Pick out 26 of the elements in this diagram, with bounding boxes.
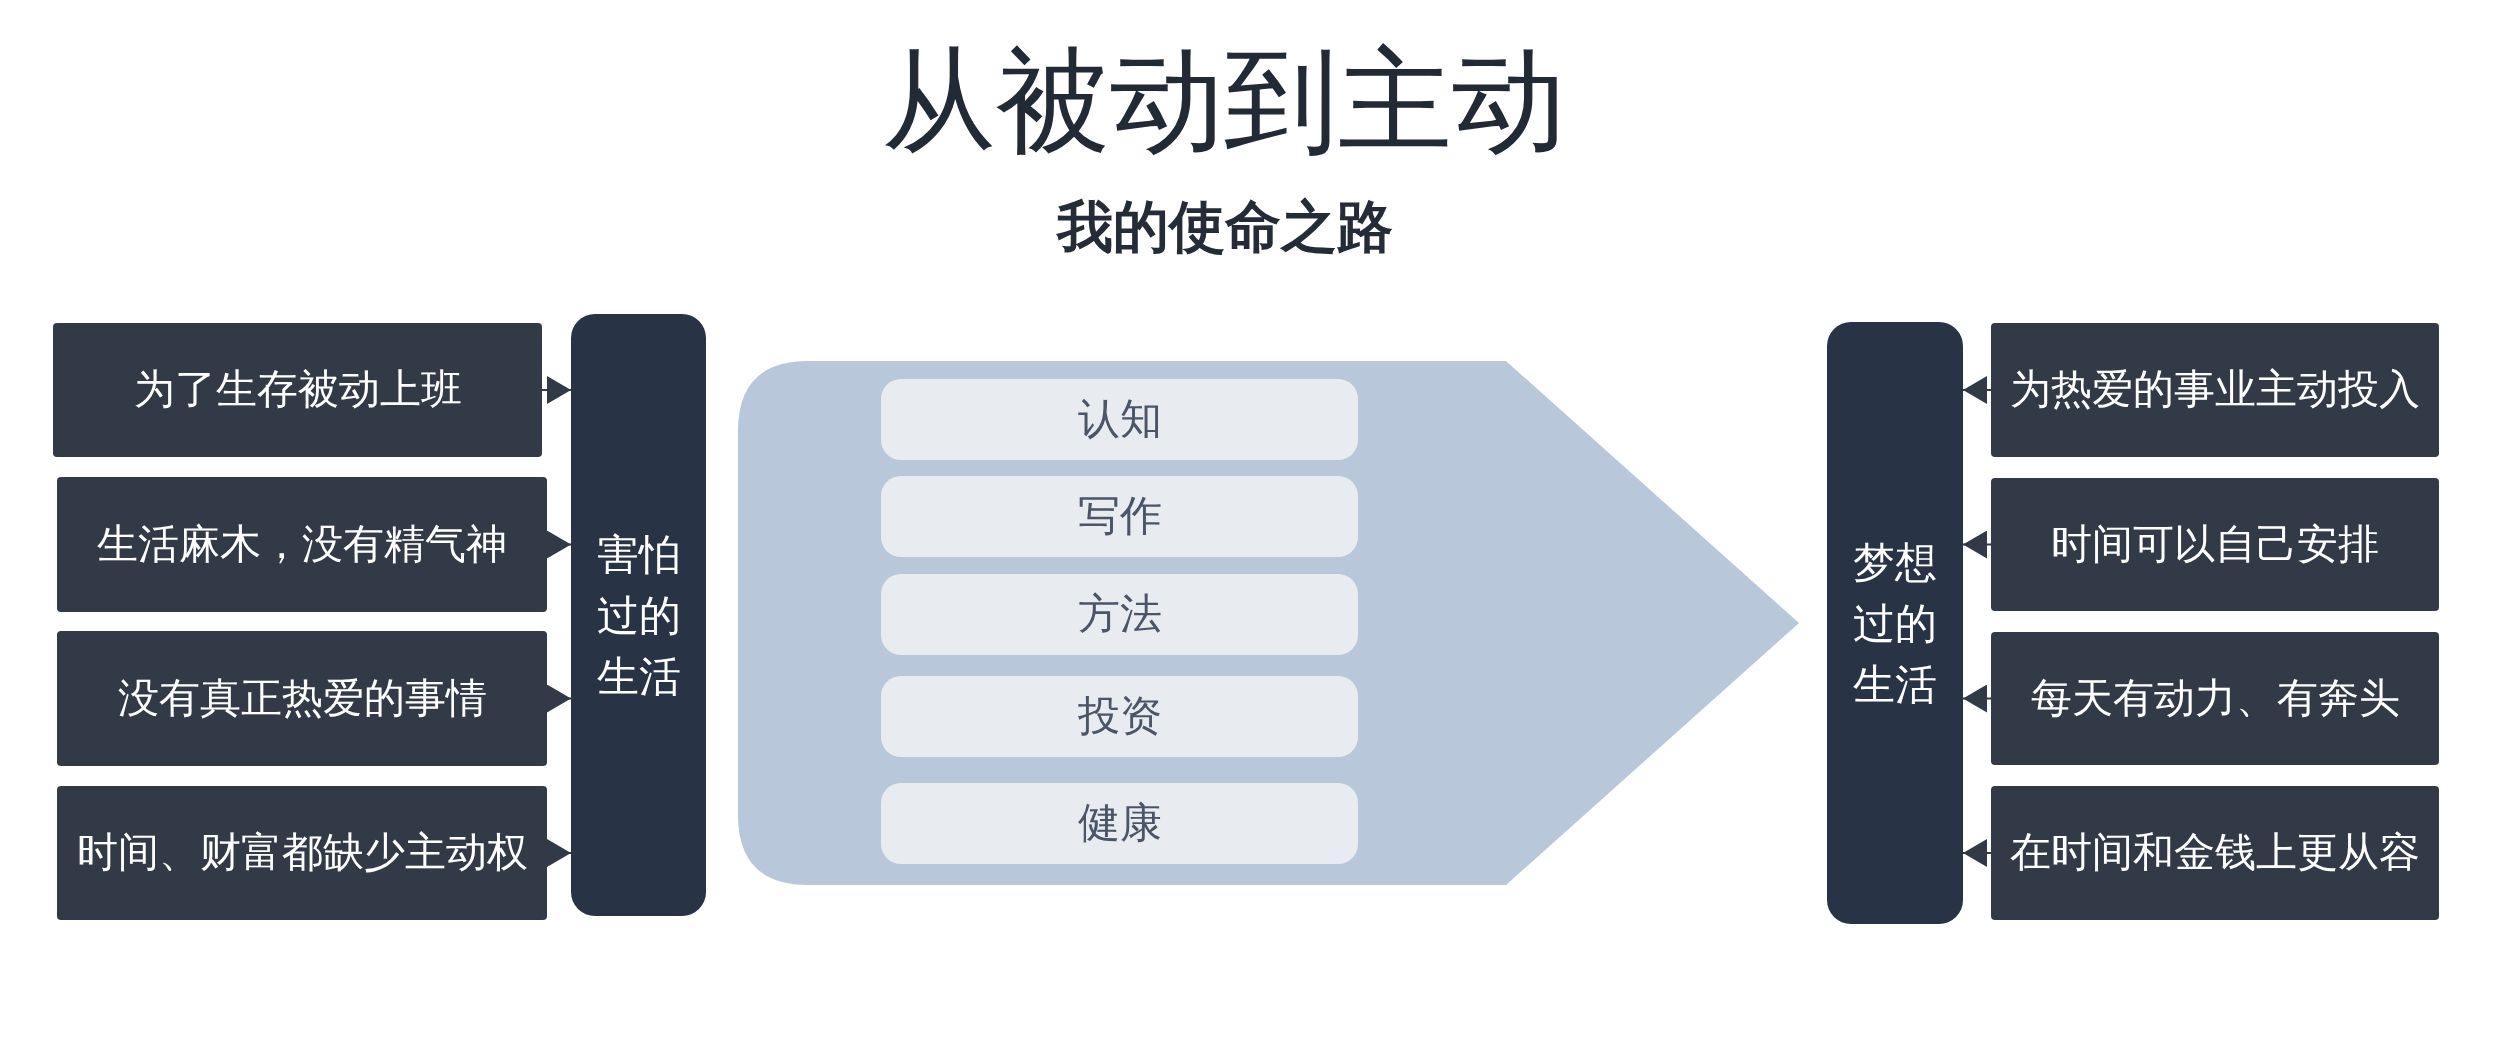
callout-box: 在时间和金钱上更从容	[1991, 786, 2439, 920]
arrow	[1962, 376, 1992, 404]
callout-box: 没有真正热爱的事情	[57, 631, 547, 766]
item-box: 方法	[881, 574, 1358, 655]
item-box: 写作	[881, 476, 1358, 557]
arrow	[1962, 839, 1992, 867]
arrow	[1962, 684, 1992, 713]
callout-box: 为热爱的事业主动投入	[1991, 323, 2439, 457]
callout-box: 每天有动力、有奔头	[1991, 632, 2439, 765]
arrow	[546, 839, 572, 867]
title: 从被动到主动	[882, 44, 1566, 158]
arrow	[1962, 530, 1992, 559]
item-box: 认知	[881, 379, 1358, 460]
callout-box: 时间可以自己安排	[1991, 478, 2439, 611]
category-box: 梦想过的生活	[1827, 322, 1963, 924]
subtitle: 我的使命之路	[1057, 199, 1393, 255]
arrow	[546, 684, 572, 713]
callout-box: 生活麻木，没有精气神	[57, 477, 547, 612]
callout-box: 为了生存被动上班	[53, 323, 542, 457]
block-arrow	[738, 361, 1799, 885]
item-box: 投资	[881, 676, 1358, 757]
category-box: 害怕过的生活	[571, 314, 706, 916]
arrow	[541, 376, 572, 404]
item-box: 健康	[881, 783, 1358, 864]
callout-box: 时间、财富都缺少主动权	[57, 786, 547, 920]
arrow	[546, 530, 572, 559]
